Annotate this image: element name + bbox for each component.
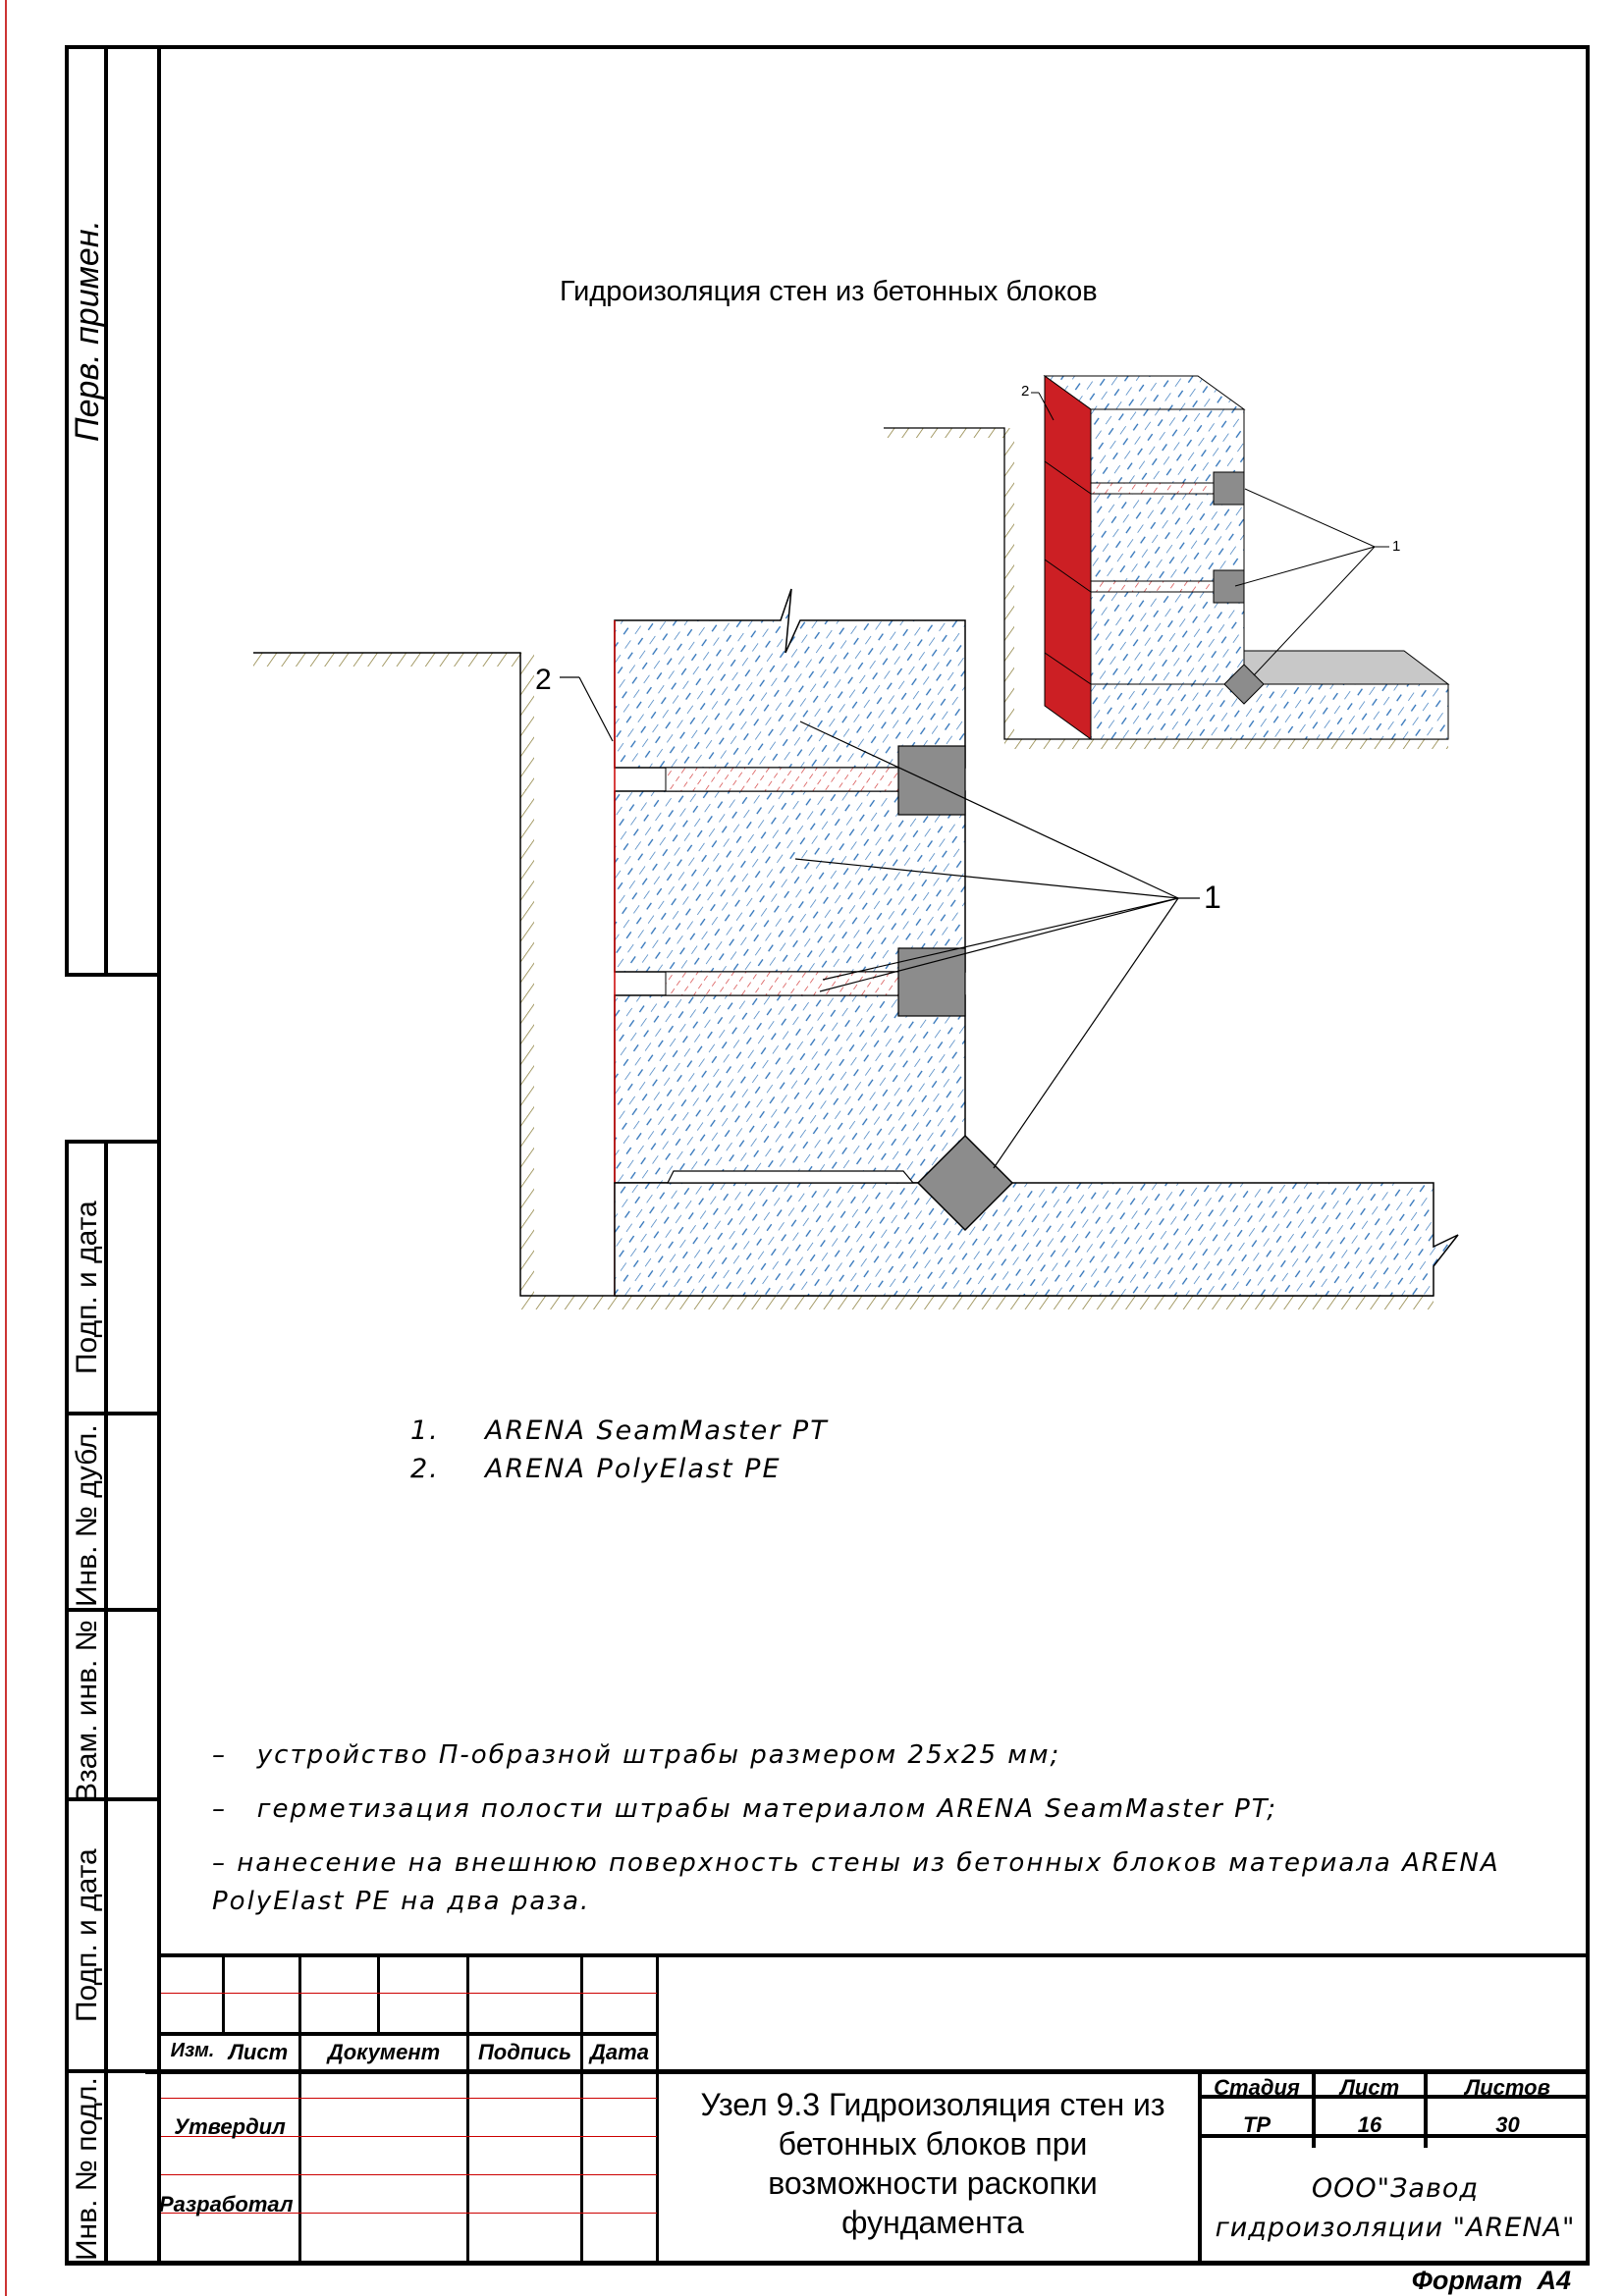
stamp-podp-data-1: Подп. и дата [71, 1201, 103, 1374]
foundation-slab [614, 1182, 1459, 1297]
note-2: – герметизация полости штрабы материалом… [212, 1794, 1278, 1824]
format-label: Формат А4 [1411, 2266, 1571, 2295]
legend-num-1: 1. [410, 1415, 440, 1446]
sheets-value: 30 [1495, 2112, 1520, 2137]
sheet-title: Узел 9.3 Гидроизоляция стен из бетонных … [700, 2087, 1165, 2240]
header-document: Документ [327, 2040, 441, 2064]
concrete-block [614, 994, 966, 1184]
note-3-cont: PolyElast PE на два раза. [212, 1887, 591, 1916]
leader-2 [560, 676, 614, 742]
role-developed: Разработал [159, 2192, 294, 2216]
leader-1 [794, 721, 1200, 1169]
main-section [253, 588, 1459, 1309]
sealant-fillet [916, 1134, 1014, 1232]
frame-left [157, 45, 161, 2266]
sealant-groove [897, 947, 966, 1017]
legend-num-2: 2. [410, 1454, 440, 1484]
callout-2: 2 [535, 664, 552, 696]
legend-item-1: ARENA SeamMaster PT [485, 1415, 829, 1446]
sheets-label: Листов [1465, 2075, 1550, 2100]
concrete-block [614, 790, 966, 973]
sheet-label: Лист [1339, 2075, 1400, 2100]
mortar-joint [665, 971, 899, 996]
stamp-inv-podl: Инв. № подл. [71, 2077, 103, 2261]
header-list: Лист [228, 2040, 289, 2064]
ground-hatch [253, 653, 520, 667]
iso-callout-1: 1 [1392, 538, 1401, 555]
callout-1: 1 [1204, 880, 1221, 915]
frame-top [67, 45, 1590, 49]
header-podpis: Подпись [477, 2040, 572, 2064]
stamp-podp-data-2: Подп. и дата [71, 1848, 103, 2022]
stamp-inv-dubl: Инв. № дубл. [71, 1424, 103, 1607]
role-approved: Утвердил [174, 2114, 286, 2139]
stamp-perv-primen: Перв. примен. [69, 220, 106, 442]
sealant-groove [897, 745, 966, 816]
stage-value: ТР [1242, 2112, 1271, 2137]
isometric-section [884, 375, 1450, 749]
company-name: ООО"Завод гидроизоляции "ARENA" [1215, 2173, 1576, 2243]
frame-right [1586, 45, 1590, 2266]
legend-item-2: ARENA PolyElast PE [485, 1454, 782, 1484]
concrete-block [614, 588, 966, 769]
header-izm: Изм. [170, 2040, 215, 2061]
stamp-vzam-inv: Взам. инв. № [71, 1620, 103, 1802]
drawing-title: Гидроизоляция стен из бетонных блоков [560, 276, 1098, 307]
stage-label: Стадия [1214, 2075, 1300, 2100]
note-1: – устройство П-образной штрабы размером … [212, 1740, 1061, 1770]
note-3: – нанесение на внешнюю поверхность стены… [212, 1848, 1500, 1878]
membrane-face [1044, 375, 1092, 740]
mortar-joint [665, 767, 899, 792]
frame-bottom [67, 2261, 1590, 2266]
sheet-value: 16 [1357, 2112, 1382, 2137]
iso-callout-2: 2 [1021, 383, 1030, 400]
header-data: Дата [590, 2040, 649, 2064]
